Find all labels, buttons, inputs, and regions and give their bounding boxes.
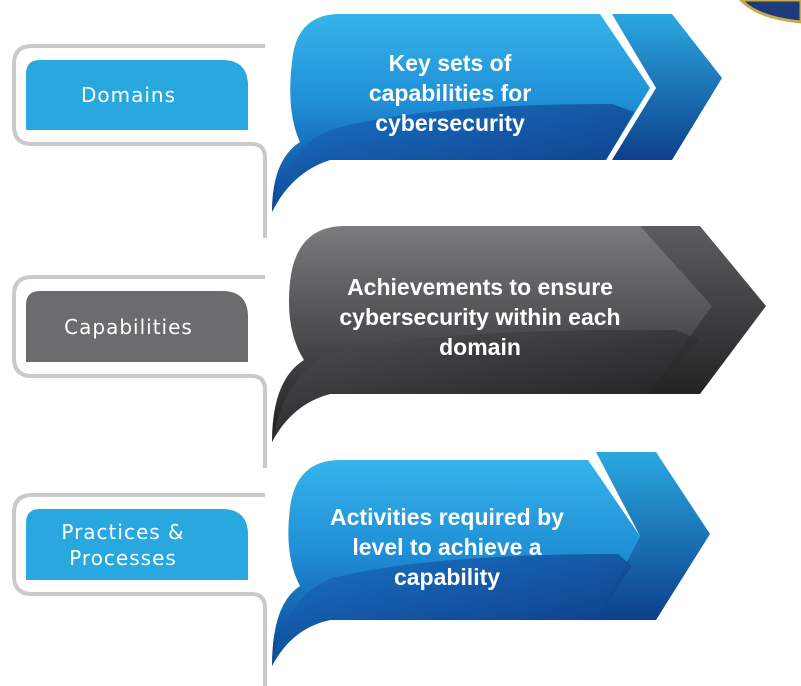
- tag-outline-practices: [12, 493, 267, 686]
- row-domains: [12, 14, 722, 238]
- row-capabilities: [12, 226, 766, 468]
- banner-curl-capabilities: [272, 329, 700, 442]
- banner-text-practices: Activities required by level to achieve …: [330, 504, 564, 590]
- banner-curl-domains: [272, 104, 634, 212]
- tag-practices: [26, 509, 248, 580]
- row-practices: [12, 452, 710, 686]
- banner-text-capabilities: Achievements to ensure cybersecurity wit…: [339, 274, 621, 360]
- tag-domains: [26, 60, 248, 130]
- tag-label-domains: Domains: [80, 83, 177, 107]
- tag-capabilities: [26, 291, 248, 362]
- tag-outline-capabilities: [12, 275, 267, 468]
- tag-label-practices: Practices & Processes: [61, 519, 185, 570]
- chevron-practices: [596, 452, 710, 620]
- emblem-fragment: [738, 0, 801, 24]
- banner-text-domains: Key sets of capabilities for cybersecuri…: [368, 50, 532, 136]
- tag-outline-domains: [12, 44, 267, 238]
- chevron-domains: [612, 14, 722, 160]
- banner-curl-practices: [272, 554, 632, 666]
- tag-label-capabilities: Capabilities: [64, 314, 193, 339]
